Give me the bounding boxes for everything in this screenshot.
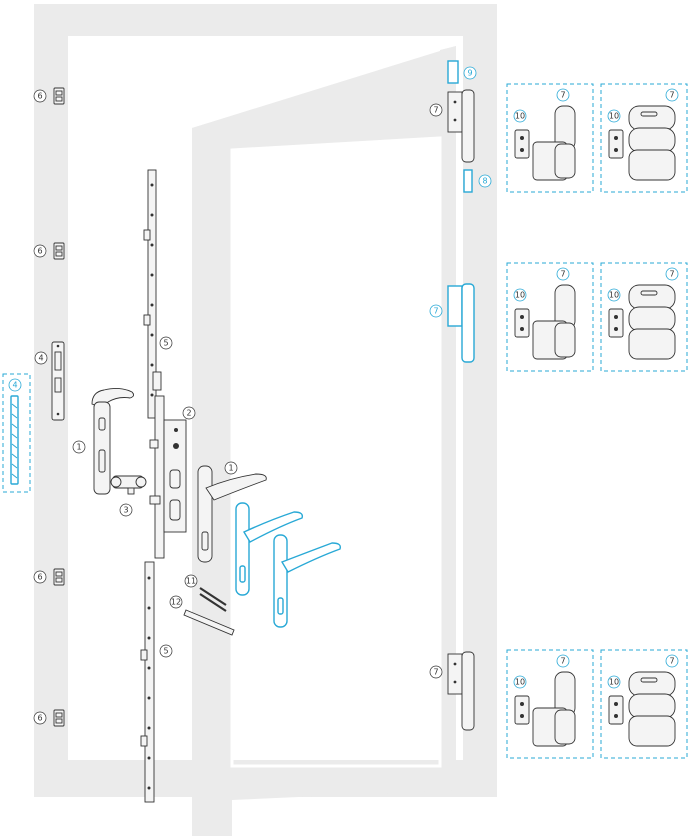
leaf-right-stile xyxy=(440,46,456,790)
cylinder-number: 3 xyxy=(123,506,128,515)
handle-right-number: 1 xyxy=(228,464,233,473)
hinge-plate: 9 xyxy=(447,60,477,84)
hinge-detail-box: 7 10 xyxy=(600,262,688,372)
door-leaf xyxy=(192,46,456,836)
hinge-detail-hinge-number: 7 xyxy=(560,657,565,666)
hinge-detail-hinge-number: 7 xyxy=(669,657,674,666)
leaf-bottom-rail xyxy=(232,766,456,800)
hinge-detail-plate-number: 10 xyxy=(515,678,525,687)
handle-alternative-2 xyxy=(273,534,342,628)
handle-right: 1 xyxy=(197,461,267,563)
hinge-top-number: 7 xyxy=(433,106,438,115)
hinge-detail-plate-number: 10 xyxy=(609,678,619,687)
hinge-detail-box: 7 10 xyxy=(506,83,594,193)
keeper-top-number: 6 xyxy=(37,92,42,101)
hinge-detail-box: 7 10 xyxy=(600,649,688,759)
hinge-detail-boxes: 7 10 7 10 7 10 7 10 7 10 7 10 xyxy=(506,83,688,759)
keeper-lower-middle-number: 6 xyxy=(37,573,42,582)
hinge-detail-plate-number: 10 xyxy=(515,291,525,300)
handle-left-number: 1 xyxy=(76,443,81,452)
leaf-top-rail xyxy=(192,46,456,150)
hinge-detail-plate-number: 10 xyxy=(609,291,619,300)
hinge-cap: 8 xyxy=(463,169,492,193)
keepers: 6 6 6 6 xyxy=(33,87,65,727)
hinge-detail-box: 7 10 xyxy=(506,649,594,759)
lock-case: 2 xyxy=(149,371,196,559)
square-spindle: 12 xyxy=(169,595,235,636)
rod-lower-number: 5 xyxy=(163,647,168,656)
strike-plate-alternative: 4 xyxy=(2,373,31,493)
keeper-lower-middle: 6 xyxy=(33,568,65,586)
rod-lower: 5 xyxy=(140,561,173,803)
rod-upper: 5 xyxy=(143,169,173,419)
keeper-upper-middle-number: 6 xyxy=(37,247,42,256)
square-spindle-number: 12 xyxy=(171,598,181,607)
hinge-top: 7 xyxy=(429,89,475,163)
leaf-inner-edge xyxy=(230,136,442,768)
hinge-detail-box: 7 10 xyxy=(600,83,688,193)
hinge-bottom-number: 7 xyxy=(433,668,438,677)
hinge-detail-hinge-number: 7 xyxy=(669,270,674,279)
rod-pin-number: 11 xyxy=(186,577,196,586)
hinge-middle-number: 7 xyxy=(433,307,438,316)
hinge-bottom: 7 xyxy=(429,651,475,731)
strike-plate: 4 xyxy=(34,341,65,421)
hinge-plate-number: 9 xyxy=(467,69,472,78)
hinge-middle: 7 xyxy=(429,283,475,363)
rod-pins: 11 xyxy=(184,574,227,612)
hinge-cap-number: 8 xyxy=(482,177,487,186)
keeper-bottom-number: 6 xyxy=(37,714,42,723)
hinge-detail-hinge-number: 7 xyxy=(560,91,565,100)
hinge-detail-plate-number: 10 xyxy=(515,112,525,121)
hinge-detail-plate-number: 10 xyxy=(609,112,619,121)
lock-case-number: 2 xyxy=(186,409,191,418)
strike-plate-number: 4 xyxy=(38,354,43,363)
hinge-detail-hinge-number: 7 xyxy=(560,270,565,279)
keeper-bottom: 6 xyxy=(33,709,65,727)
keeper-top: 6 xyxy=(33,87,65,105)
handle-left: 1 xyxy=(72,387,135,495)
cylinder: 3 xyxy=(110,475,147,517)
hinge-detail-hinge-number: 7 xyxy=(669,91,674,100)
handle-alternative-1 xyxy=(235,502,304,596)
strike-plate-alt-number: 4 xyxy=(12,381,17,390)
hinge-detail-box: 7 10 xyxy=(506,262,594,372)
rod-upper-number: 5 xyxy=(163,339,168,348)
keeper-upper-middle: 6 xyxy=(33,242,65,260)
